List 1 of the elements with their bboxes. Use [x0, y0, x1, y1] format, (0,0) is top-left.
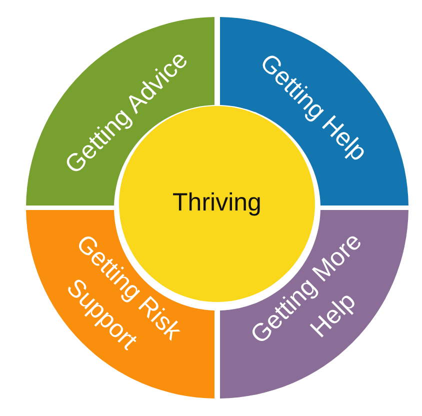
center-label: Thriving — [172, 187, 262, 218]
